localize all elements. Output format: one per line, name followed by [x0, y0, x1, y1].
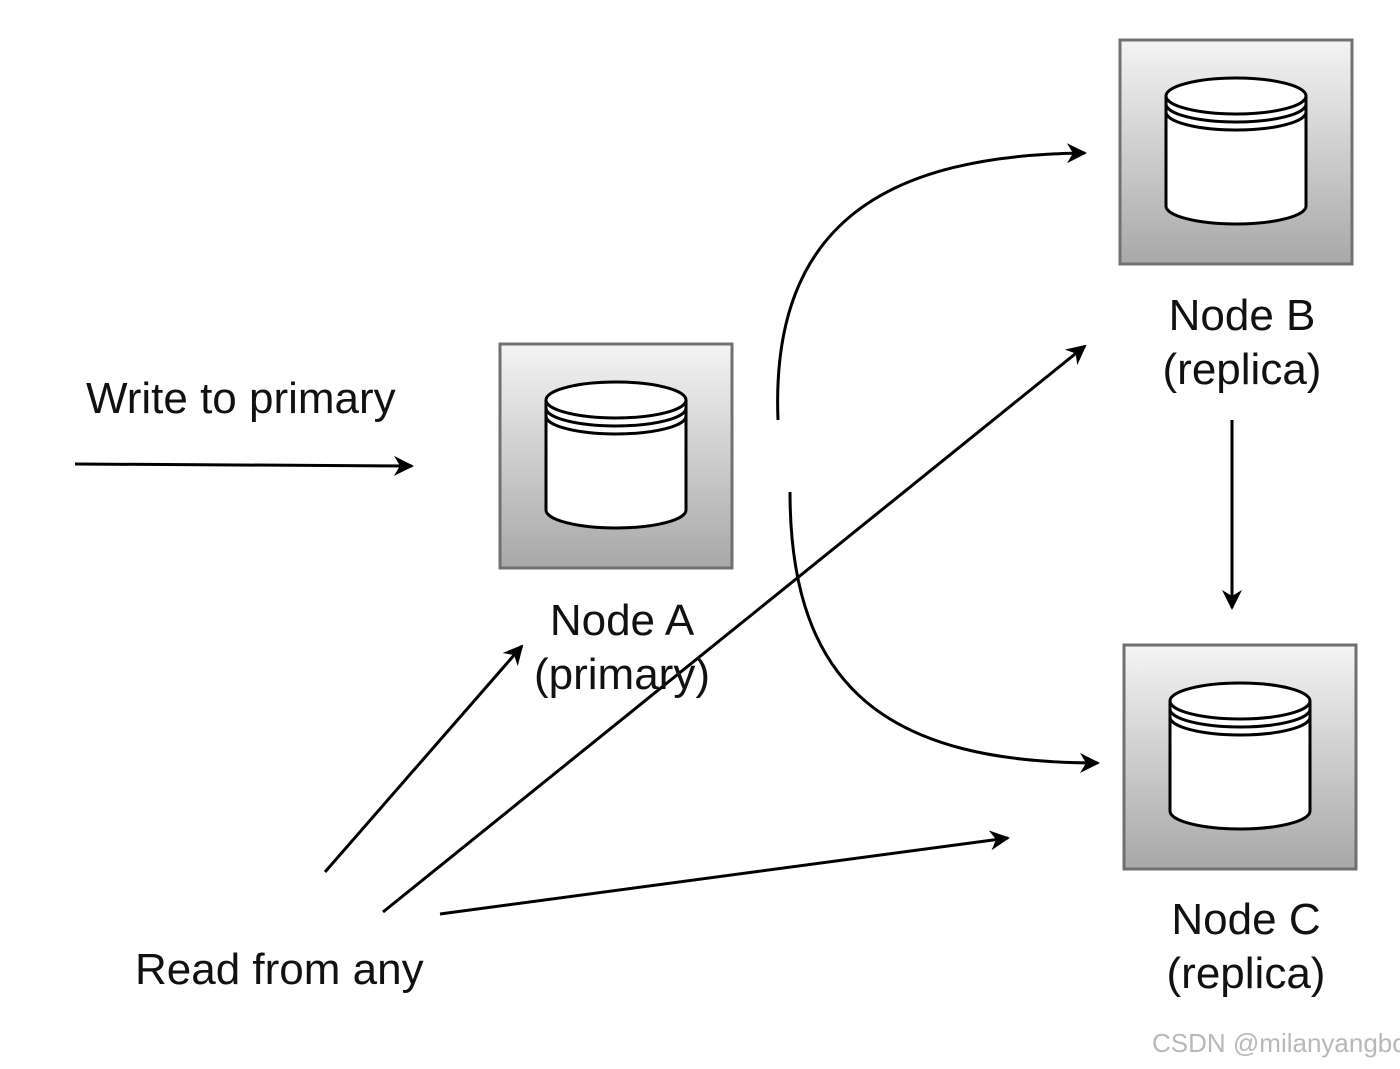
node-b-label: Node B (replica): [1112, 289, 1372, 397]
replicate-a-to-c-arrow: [788, 491, 1100, 773]
node-a-role: (primary): [534, 650, 710, 699]
node-c-role: (replica): [1166, 949, 1326, 998]
read-label: Read from any: [135, 945, 424, 994]
node-b-name: Node B: [1168, 291, 1316, 340]
write-arrow: [74, 455, 414, 476]
watermark: CSDN @milanyangbo: [1152, 1028, 1400, 1058]
node-a-box: [498, 342, 734, 570]
read-to-b-arrow: [382, 344, 1087, 914]
database-icon: [544, 380, 688, 530]
node-a-label: Node A (primary): [492, 594, 752, 702]
database-icon: [1168, 681, 1312, 831]
read-to-a-arrow: [323, 644, 524, 873]
node-c-box: [1122, 643, 1358, 871]
write-label: Write to primary: [86, 374, 396, 423]
node-b-role: (replica): [1162, 345, 1322, 394]
replicate-a-to-b-arrow: [776, 143, 1087, 421]
read-to-c-arrow: [439, 830, 1010, 916]
node-c-name: Node C: [1171, 895, 1321, 944]
node-c-label: Node C (replica): [1116, 893, 1376, 1001]
database-icon: [1164, 76, 1308, 226]
node-a-name: Node A: [549, 596, 695, 645]
node-b-box: [1118, 38, 1354, 266]
